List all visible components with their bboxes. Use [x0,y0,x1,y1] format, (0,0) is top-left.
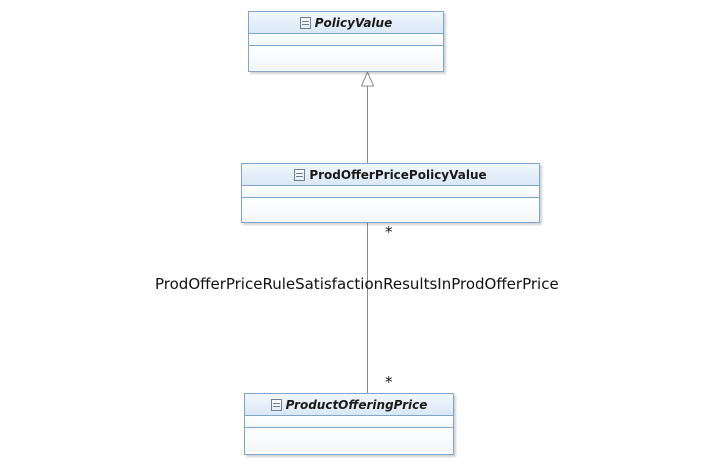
class-name: ProdOfferPricePolicyValue [309,167,487,182]
operations-compartment [242,198,539,222]
class-prod-offer-price-policy-value[interactable]: ProdOfferPricePolicyValue [241,163,540,223]
target-multiplicity: * [385,373,393,391]
class-icon [270,398,282,411]
attributes-compartment [249,34,443,46]
class-product-offering-price[interactable]: ProductOfferingPrice [244,393,454,455]
class-header: PolicyValue [249,12,443,34]
attributes-compartment [245,416,453,428]
generalization-arrowhead [360,70,375,87]
class-header: ProductOfferingPrice [245,394,453,416]
class-header: ProdOfferPricePolicyValue [242,164,539,186]
operations-compartment [245,428,453,452]
class-policy-value[interactable]: PolicyValue [248,11,444,72]
class-name: ProductOfferingPrice [285,397,428,412]
class-icon [294,168,306,181]
association-name[interactable]: ProdOfferPriceRuleSatisfactionResultsInP… [155,275,559,293]
source-multiplicity: * [385,223,393,241]
class-name: PolicyValue [314,15,393,30]
operations-compartment [249,46,443,70]
class-icon [299,16,311,29]
attributes-compartment [242,186,539,198]
